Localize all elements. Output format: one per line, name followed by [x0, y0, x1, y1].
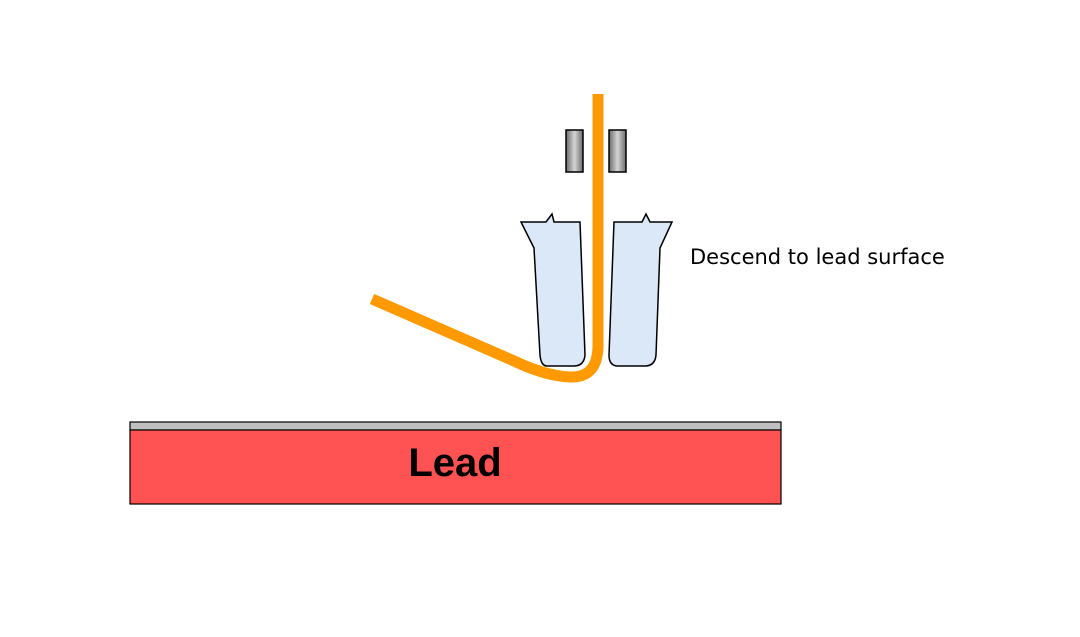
lead-surface-layer [129, 421, 782, 431]
bond-wire [369, 94, 604, 383]
step-label: Descend to lead surface [690, 245, 945, 269]
lead-block [129, 429, 782, 505]
wire-clamp-left [565, 129, 584, 173]
wire-clamp-right [608, 129, 627, 173]
bonding-tool-left [519, 212, 586, 367]
bonding-tool-right [608, 212, 674, 367]
lead-label: Lead [408, 441, 501, 485]
